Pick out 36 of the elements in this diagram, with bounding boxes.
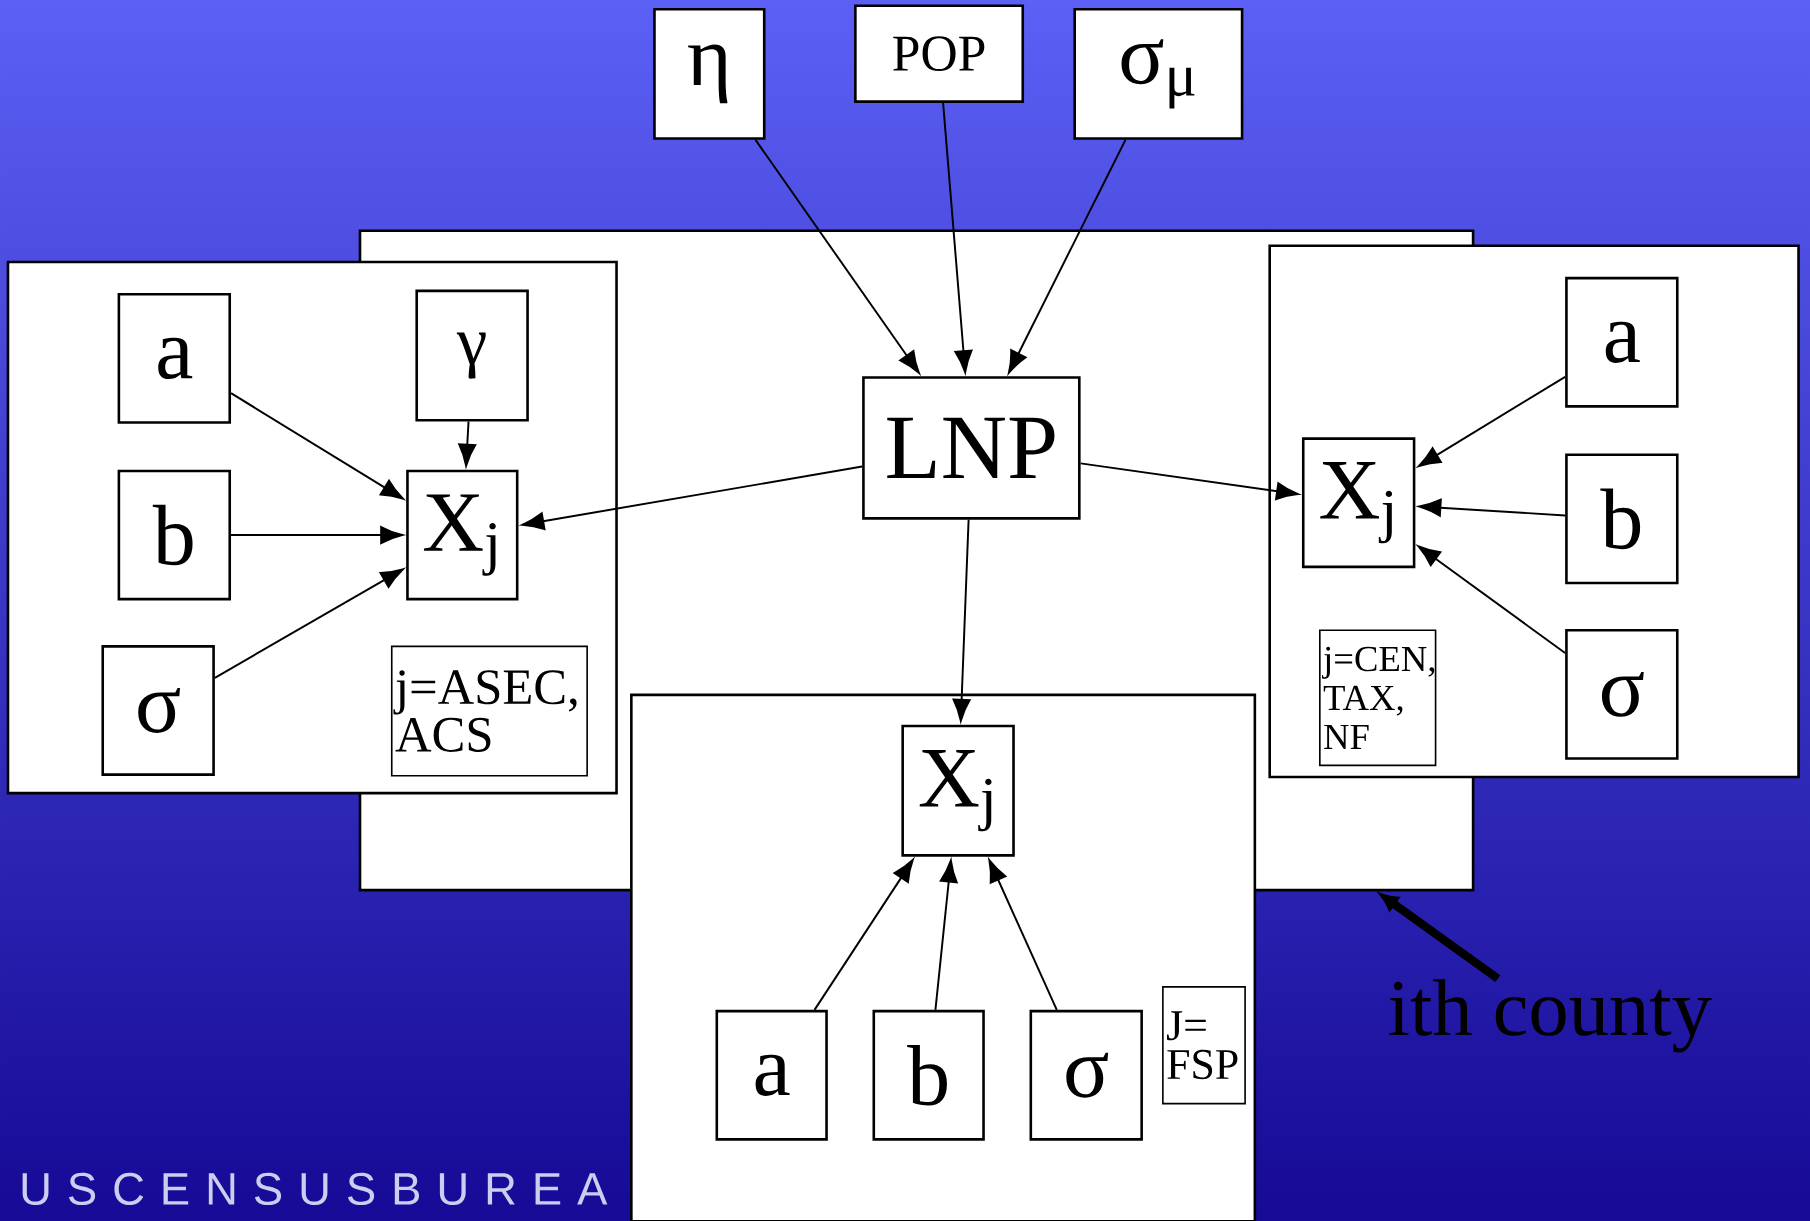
- variable-box: η: [653, 7, 766, 140]
- arrow: [1418, 498, 1567, 517]
- variable-box: a: [715, 1009, 828, 1141]
- variable-box: σ$_{μ}$: [1073, 7, 1244, 140]
- arrow: [934, 859, 958, 1011]
- variable-box: σ: [1029, 1009, 1143, 1141]
- variable-box: LNP: [862, 376, 1081, 520]
- variable-box: a: [1565, 276, 1679, 408]
- note-box: j=ASEC, ACS: [390, 645, 588, 777]
- arrow: [458, 420, 477, 467]
- note-box: j=CEN, TAX, NF: [1319, 629, 1437, 767]
- variable-box: b: [872, 1009, 985, 1141]
- variable-box: POP: [854, 4, 1025, 103]
- arrow: [521, 465, 864, 530]
- arrow: [754, 138, 920, 374]
- variable-box: X$_{j}$: [406, 469, 519, 601]
- variable-box: σ: [1565, 628, 1679, 760]
- variable-box: γ: [415, 289, 529, 422]
- variable-box: σ: [101, 644, 215, 776]
- variable-box: b: [117, 469, 232, 601]
- arrow: [1008, 138, 1127, 374]
- arrow: [1417, 545, 1567, 654]
- annotation-text: ith county: [1389, 979, 1712, 1053]
- variable-box: X$_{j}$: [1301, 437, 1416, 568]
- arrow: [988, 859, 1058, 1011]
- arrow: [952, 518, 971, 722]
- arrow: [1417, 375, 1567, 467]
- arrow: [813, 858, 914, 1011]
- arrow: [230, 392, 404, 500]
- note-box: J= FSP: [1162, 986, 1246, 1105]
- arrow: [230, 525, 404, 544]
- footer-text: U S C E N S U S B U R E A: [22, 1172, 608, 1205]
- arrow: [213, 568, 404, 679]
- variable-box: a: [117, 292, 232, 424]
- variable-box: X$_{j}$: [901, 724, 1015, 857]
- variable-box: b: [1565, 453, 1679, 585]
